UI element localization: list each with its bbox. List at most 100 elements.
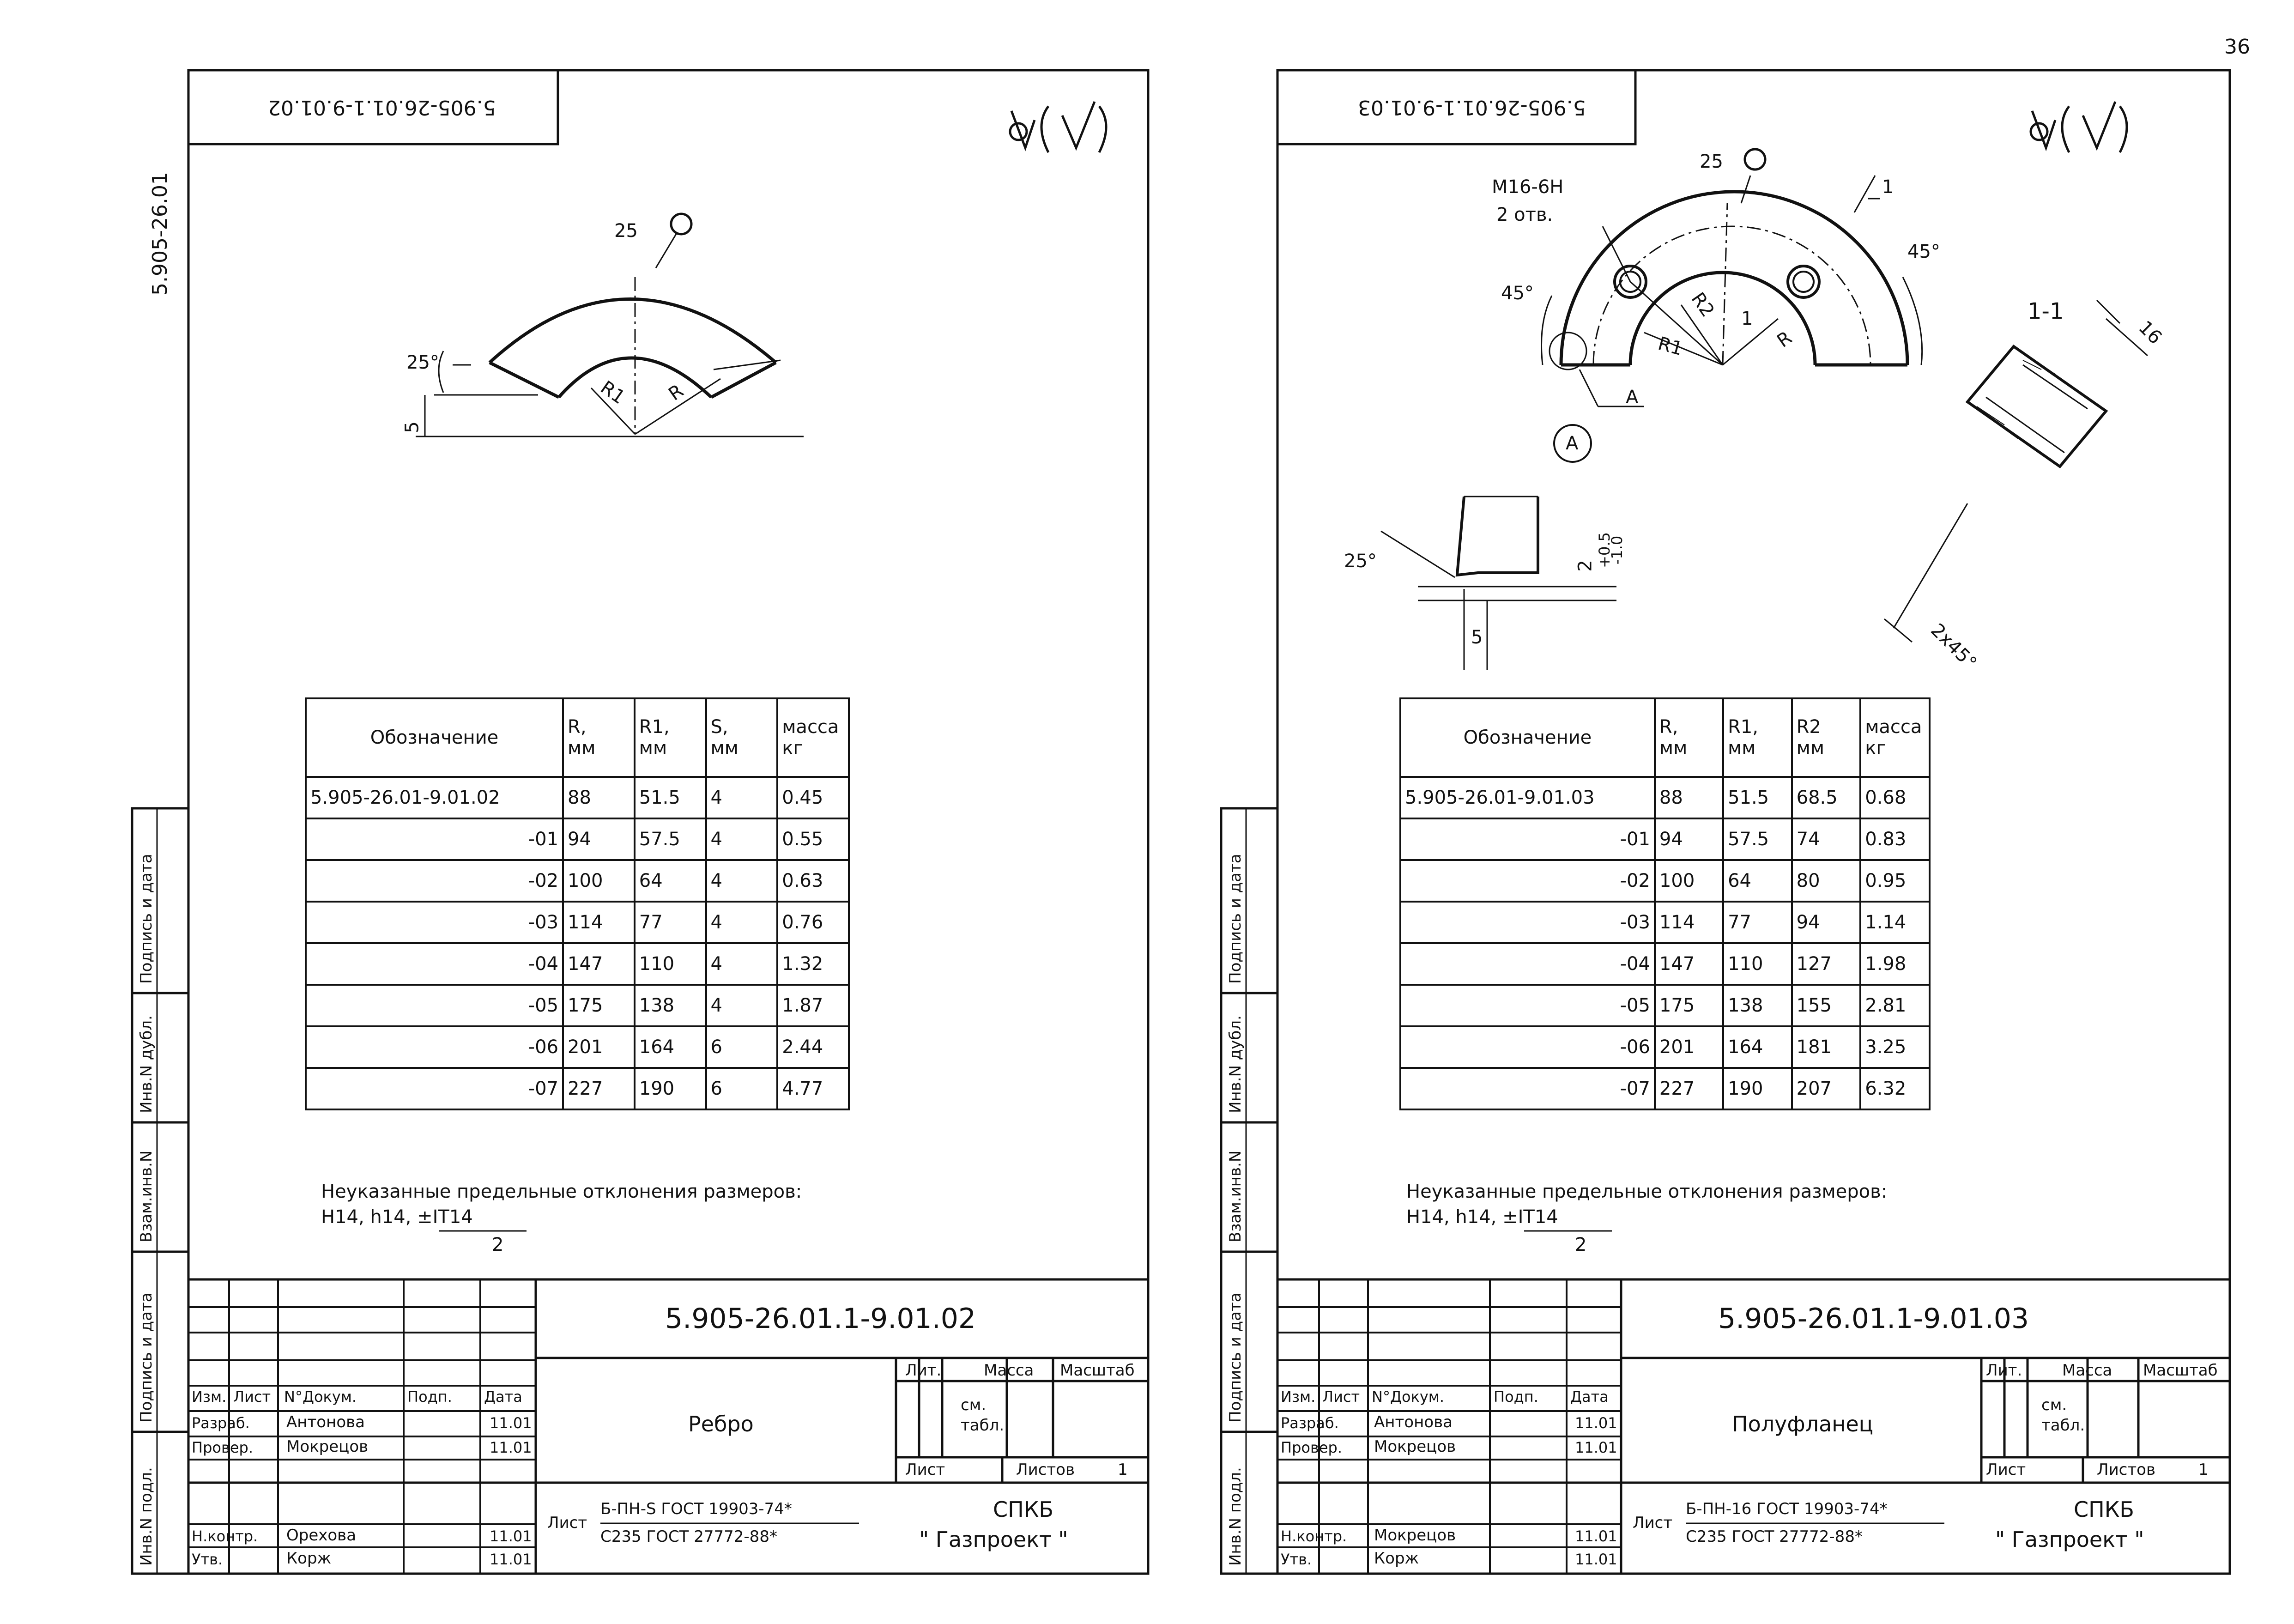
table-cell: 1.32 — [776, 942, 850, 986]
sheet2-angle: 25° — [1344, 551, 1377, 572]
table-cell: 2.81 — [1859, 984, 1931, 1027]
table-cell: 57.5 — [633, 818, 707, 861]
sheet1-role: Разраб. — [192, 1414, 250, 1432]
sheet1-role: Утв. — [192, 1551, 223, 1568]
sheet2-material1: Б-ПН-16 ГОСТ 19903-74* — [1686, 1500, 1888, 1518]
sheet1-hdr-data: Дата — [484, 1388, 522, 1406]
sheet1-listov: Листов — [1016, 1460, 1075, 1479]
sheet1-hdr-podp: Подп. — [407, 1388, 452, 1406]
sheet1-date: 11.01 — [490, 1551, 532, 1568]
table-cell: 94 — [1653, 818, 1725, 861]
table-cell: 164 — [1722, 1025, 1793, 1069]
table-cell: 77 — [1722, 901, 1793, 944]
table-header: масса кг — [776, 697, 850, 778]
table-cell: 138 — [1722, 984, 1793, 1027]
table-cell: 0.45 — [776, 776, 850, 819]
sheet2-rotated-code: 5.905-26.01.1-9.01.03 — [1358, 96, 1586, 119]
sheet1-title-code: 5.905-26.01.1-9.01.02 — [665, 1303, 976, 1335]
table-header: R1, мм — [1722, 697, 1793, 778]
sheet1-date: 11.01 — [490, 1414, 532, 1432]
table-cell: 175 — [562, 984, 636, 1027]
table-cell: 147 — [562, 942, 636, 986]
table-cell: 190 — [1722, 1067, 1793, 1110]
table-cell: 5.905-26.01-9.01.03 — [1399, 776, 1656, 819]
table-cell: -06 — [1399, 1025, 1656, 1069]
table-cell: 0.76 — [776, 901, 850, 944]
table-header: R2 мм — [1791, 697, 1862, 778]
table-cell: 127 — [1791, 942, 1862, 986]
sheet2-role: Провер. — [1281, 1439, 1342, 1456]
sheet1-person: Антонова — [286, 1413, 365, 1431]
sheet2-hdr-izm: Изм. — [1281, 1388, 1316, 1406]
sheet1-list: Лист — [905, 1460, 945, 1479]
table-cell: 6 — [705, 1025, 779, 1069]
sheet2-lit: Лит. — [1986, 1361, 2022, 1380]
sheet1-dim-25: 25 — [614, 220, 638, 242]
table-cell: 3.25 — [1859, 1025, 1931, 1069]
sheet1-material-label: Лист — [547, 1514, 587, 1532]
sheet1-stamp: Взам.инв.N — [137, 1150, 156, 1242]
table-header: S, мм — [705, 697, 779, 778]
sheet2-note-line3: 2 — [1575, 1234, 1587, 1255]
sheet2-sec: 1 — [1882, 176, 1894, 198]
table-cell: 227 — [1653, 1067, 1725, 1110]
table-cell: 6.32 — [1859, 1067, 1931, 1110]
sheet2-note-line2: Н14, h14, ±IT14 — [1406, 1206, 1558, 1228]
sheet1-rotated-code: 5.905-26.01.1-9.01.02 — [268, 96, 496, 119]
sheet2-person: Мокрецов — [1374, 1437, 1456, 1456]
table-cell: 0.83 — [1859, 818, 1931, 861]
sheet2-listov-n: 1 — [2198, 1460, 2209, 1479]
table-cell: 0.68 — [1859, 776, 1931, 819]
table-cell: 201 — [1653, 1025, 1725, 1069]
table-header: R1, мм — [633, 697, 707, 778]
sheet1-dim-5: 5 — [401, 421, 423, 433]
sheet2-s11: 1-1 — [2028, 298, 2064, 324]
sheet2-listov: Листов — [2097, 1460, 2156, 1479]
sheet1-org2: " Газпроект " — [919, 1527, 1068, 1552]
table-cell: 4.77 — [776, 1067, 850, 1110]
sheet2-role: Разраб. — [1281, 1414, 1339, 1432]
sheet1-person: Орехова — [286, 1526, 357, 1545]
sheet2-a: А — [1626, 387, 1639, 408]
sheet2-date: 11.01 — [1575, 1551, 1617, 1568]
sheet2-material-label: Лист — [1633, 1514, 1673, 1532]
table-cell: 138 — [633, 984, 707, 1027]
table-cell: 0.95 — [1859, 859, 1931, 903]
table-cell: 64 — [1722, 859, 1793, 903]
table-cell: 77 — [633, 901, 707, 944]
table-cell: 94 — [562, 818, 636, 861]
sheet1-role: Н.контр. — [192, 1527, 258, 1545]
sheet2-holes: 2 отв. — [1496, 204, 1553, 225]
table-cell: 114 — [1653, 901, 1725, 944]
sheet2-table: Обозначение R, мм R1, мм R2 мм масса кг … — [1399, 697, 1931, 1110]
sheet2-date: 11.01 — [1575, 1414, 1617, 1432]
table-cell: 4 — [705, 901, 779, 944]
sheet2-thread: М16-6Н — [1492, 176, 1564, 198]
sheet1-massa: Масса — [984, 1361, 1034, 1380]
table-cell: 0.55 — [776, 818, 850, 861]
table-cell: 94 — [1791, 901, 1862, 944]
sheet2-role: Н.контр. — [1281, 1527, 1347, 1545]
sheet1-date: 11.01 — [490, 1439, 532, 1456]
sheet2-tol: 2 — [1574, 560, 1596, 572]
sheet2-role: Утв. — [1281, 1551, 1312, 1568]
sheet2-org2: " Газпроект " — [1995, 1527, 2144, 1552]
table-cell: -01 — [1399, 818, 1656, 861]
table-cell: 190 — [633, 1067, 707, 1110]
table-cell: -07 — [304, 1067, 564, 1110]
sheet2-person: Мокрецов — [1374, 1526, 1456, 1545]
table-cell: 6 — [705, 1067, 779, 1110]
table-cell: -03 — [1399, 901, 1656, 944]
sheet2-title-name: Полуфланец — [1732, 1412, 1873, 1436]
sheet1-note-line2: Н14, h14, ±IT14 — [321, 1206, 473, 1228]
table-cell: 5.905-26.01-9.01.02 — [304, 776, 564, 819]
sheet1-org1: СПКБ — [993, 1497, 1053, 1522]
